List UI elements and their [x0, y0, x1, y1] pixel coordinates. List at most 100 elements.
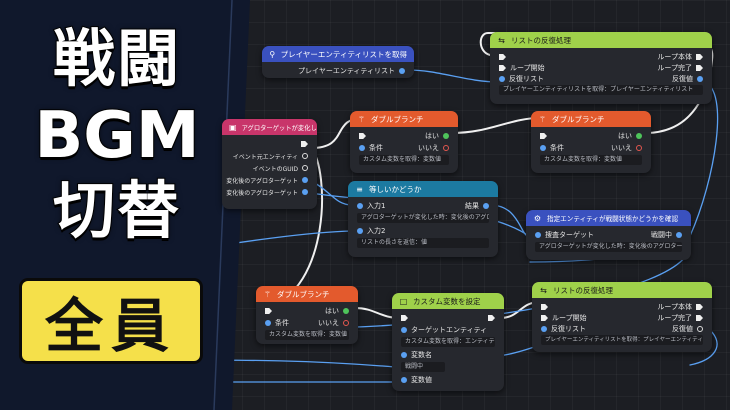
exec-input-pin[interactable] [499, 54, 506, 60]
wire-data [407, 69, 501, 83]
exec-input-pin[interactable] [541, 304, 548, 310]
output-pin-no[interactable] [636, 145, 642, 151]
pin-label: 戦闘中 [651, 231, 672, 239]
node-title: ダブルブランチ [552, 114, 605, 124]
output-pin[interactable] [399, 68, 405, 74]
node-header[interactable]: ≡等しいかどうか [348, 181, 498, 197]
node-header[interactable]: ⚚ ダブルブランチ [256, 286, 358, 302]
input-source-label: カスタム変数を取得：変数値 [359, 155, 449, 165]
output-pin[interactable] [302, 177, 308, 183]
exec-output-pin[interactable] [696, 315, 703, 321]
input-pin[interactable] [540, 145, 546, 151]
node-get-player-list[interactable]: ⚲ プレイヤーエンティティリストを取得 プレイヤーエンティティリスト [262, 46, 414, 78]
input-pin[interactable] [357, 203, 363, 209]
output-pin[interactable] [302, 165, 308, 171]
node-double-branch-1[interactable]: ⚚ダブルブランチ はい 条件いいえ カスタム変数を取得：変数値 [350, 111, 458, 173]
pin-label: ループ完了 [657, 314, 692, 322]
input-pin[interactable] [265, 320, 271, 326]
exec-output-pin[interactable] [301, 141, 308, 147]
audience-badge: 全員 [22, 281, 200, 361]
output-pin[interactable] [697, 75, 703, 82]
title-line-2: BGM [34, 99, 201, 173]
output-pin[interactable] [302, 189, 308, 195]
check-icon: ⚙ [533, 213, 542, 223]
exec-output-pin[interactable] [696, 65, 703, 71]
exec-input-pin[interactable] [265, 308, 272, 314]
input-source-label: カスタム変数を取得：変数値 [265, 330, 349, 340]
node-set-custom-variable[interactable]: □カスタム変数を設定 ターゲットエンティティ カスタム変数を取得：エンティティ … [392, 293, 504, 391]
input-source-label: カスタム変数を取得：変数値 [540, 155, 642, 165]
exec-output-pin[interactable] [696, 54, 703, 60]
input-pin[interactable] [401, 377, 407, 383]
exec-input-pin[interactable] [499, 65, 506, 71]
input-pin[interactable] [401, 352, 407, 358]
pin-label: プレイヤーエンティティリスト [298, 67, 395, 75]
pin-label: ループ開始 [510, 64, 545, 72]
input-pin[interactable] [499, 75, 505, 82]
input-source-label: アグロターゲットが変化した時：変化後のアグロターゲット [535, 242, 682, 252]
pin-label: ループ本体 [657, 53, 692, 61]
output-pin-yes[interactable] [636, 133, 642, 139]
node-double-branch-3[interactable]: ⚚ダブルブランチ はい 条件いいえ カスタム変数を取得：変数値 [256, 286, 358, 344]
pin-label: ループ完了 [657, 64, 692, 72]
node-header[interactable]: ⚲ プレイヤーエンティティリストを取得 [262, 46, 414, 62]
exec-input-pin[interactable] [401, 315, 408, 321]
input-source-label: リストの長さを返信：値 [357, 238, 489, 248]
event-icon: ▣ [229, 122, 237, 132]
output-pin-yes[interactable] [443, 133, 449, 139]
input-pin[interactable] [357, 228, 363, 234]
pin-label: 反復リスト [509, 74, 544, 83]
wire-data [310, 180, 353, 206]
variable-name-field[interactable]: 戦闘中 [401, 362, 445, 372]
node-header[interactable]: ⚙ 指定エンティティが戦闘状態かどうかを確認 [526, 210, 691, 226]
output-pin-no[interactable] [343, 320, 349, 326]
output-pin[interactable] [483, 203, 489, 209]
loop-icon: ⇆ [498, 35, 505, 45]
input-pin[interactable] [359, 145, 365, 151]
input-pin[interactable] [401, 327, 407, 333]
exec-input-pin[interactable] [541, 315, 548, 321]
input-pin[interactable] [535, 232, 541, 238]
output-pin[interactable] [302, 153, 308, 159]
node-list-loop-bottom[interactable]: ⇆リストの反復処理 ループ本体 ループ開始ループ完了 反復リスト反復値 プレイヤ… [532, 282, 712, 352]
output-pin[interactable] [676, 232, 682, 238]
branch-icon: ⚚ [263, 289, 272, 299]
input-source-label: アグロターゲットが変化した時：変化後のアグロターゲット [357, 213, 489, 223]
node-double-branch-2[interactable]: ⚚ダブルブランチ はい 条件いいえ カスタム変数を取得：変数値 [531, 111, 651, 173]
pin-label: 入力1 [367, 202, 386, 210]
node-title: ダブルブランチ [277, 289, 330, 299]
node-title: リストの反復処理 [553, 285, 613, 295]
title-line-3: 切替 [52, 174, 181, 247]
exec-output-pin[interactable] [696, 304, 703, 310]
node-header[interactable]: ⇆リストの反復処理 [490, 32, 712, 48]
node-list-loop-top[interactable]: ⇆リストの反復処理 ループ本体 ループ開始ループ完了 反復リスト反復値 プレイヤ… [490, 32, 712, 104]
branch-icon: ⚚ [357, 114, 366, 124]
node-combat-state-check[interactable]: ⚙ 指定エンティティが戦闘状態かどうかを確認 捜査ターゲット 戦闘中 アグロターゲッ… [526, 210, 691, 260]
pin-label: はい [618, 132, 632, 140]
pin-label: ターゲットエンティティ [411, 326, 488, 334]
node-header[interactable]: ⚚ダブルブランチ [531, 111, 651, 127]
pin-label: 捜査ターゲット [545, 231, 594, 239]
pin-label: 変化後のアグロターゲット [226, 189, 298, 197]
node-header[interactable]: ⇆リストの反復処理 [532, 282, 712, 298]
pin-label: 変数値 [411, 376, 432, 384]
output-pin-no[interactable] [443, 145, 449, 151]
exec-input-pin[interactable] [540, 133, 547, 139]
node-header[interactable]: ⚚ダブルブランチ [350, 111, 458, 127]
exec-input-pin[interactable] [359, 133, 366, 139]
pin-label: 変数名 [411, 351, 432, 359]
output-pin-yes[interactable] [343, 308, 349, 314]
node-title: プレイヤーエンティティリストを取得 [280, 49, 407, 59]
node-title: 等しいかどうか [369, 184, 422, 194]
node-title: 指定エンティティが戦闘状態かどうかを確認 [547, 215, 679, 223]
node-header[interactable]: ▣アグロターゲットが変化した時 [222, 119, 317, 135]
node-aggro-changed-event[interactable]: ▣アグロターゲットが変化した時 イベント元エンティティ イベントのGUID 変化… [222, 119, 317, 209]
pin-label: はい [325, 307, 339, 315]
node-header[interactable]: □カスタム変数を設定 [392, 293, 504, 309]
input-pin[interactable] [541, 325, 547, 332]
exec-output-pin[interactable] [488, 315, 495, 321]
magnifier-icon: ⚲ [269, 49, 276, 59]
output-pin[interactable] [697, 325, 703, 332]
